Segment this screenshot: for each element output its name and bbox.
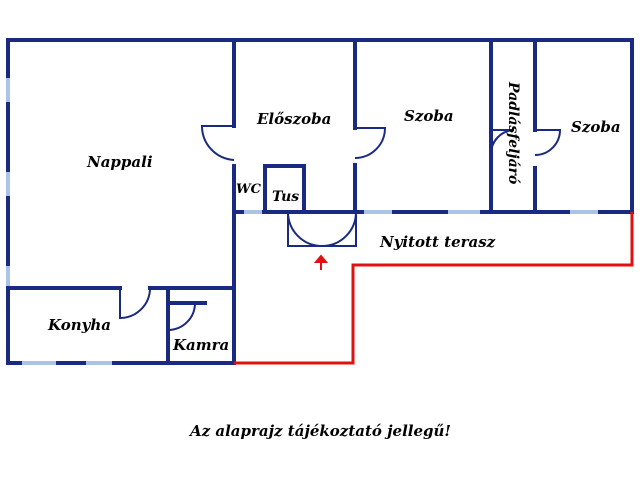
room-label-szoba-1: Szoba xyxy=(404,107,454,125)
room-label-wc: WC xyxy=(236,182,262,197)
room-label-nappali: Nappali xyxy=(86,153,153,171)
terrace-outline xyxy=(234,212,634,365)
windows xyxy=(6,78,598,365)
room-label-szoba-2: Szoba xyxy=(571,118,621,136)
room-label-tus: Tus xyxy=(272,189,299,205)
room-label-eloszoba: Előszoba xyxy=(256,110,331,128)
disclaimer-note: Az alaprajz tájékoztató jellegű! xyxy=(188,422,451,440)
room-label-terasz: Nyitott terasz xyxy=(379,233,496,251)
room-label-konyha: Konyha xyxy=(47,316,111,334)
walls xyxy=(6,38,634,365)
entrance-arrow-icon xyxy=(313,254,329,270)
room-label-padlasfeljaro: Padlásfeljáró xyxy=(505,81,521,184)
doors xyxy=(119,125,562,332)
room-label-kamra: Kamra xyxy=(172,336,229,354)
